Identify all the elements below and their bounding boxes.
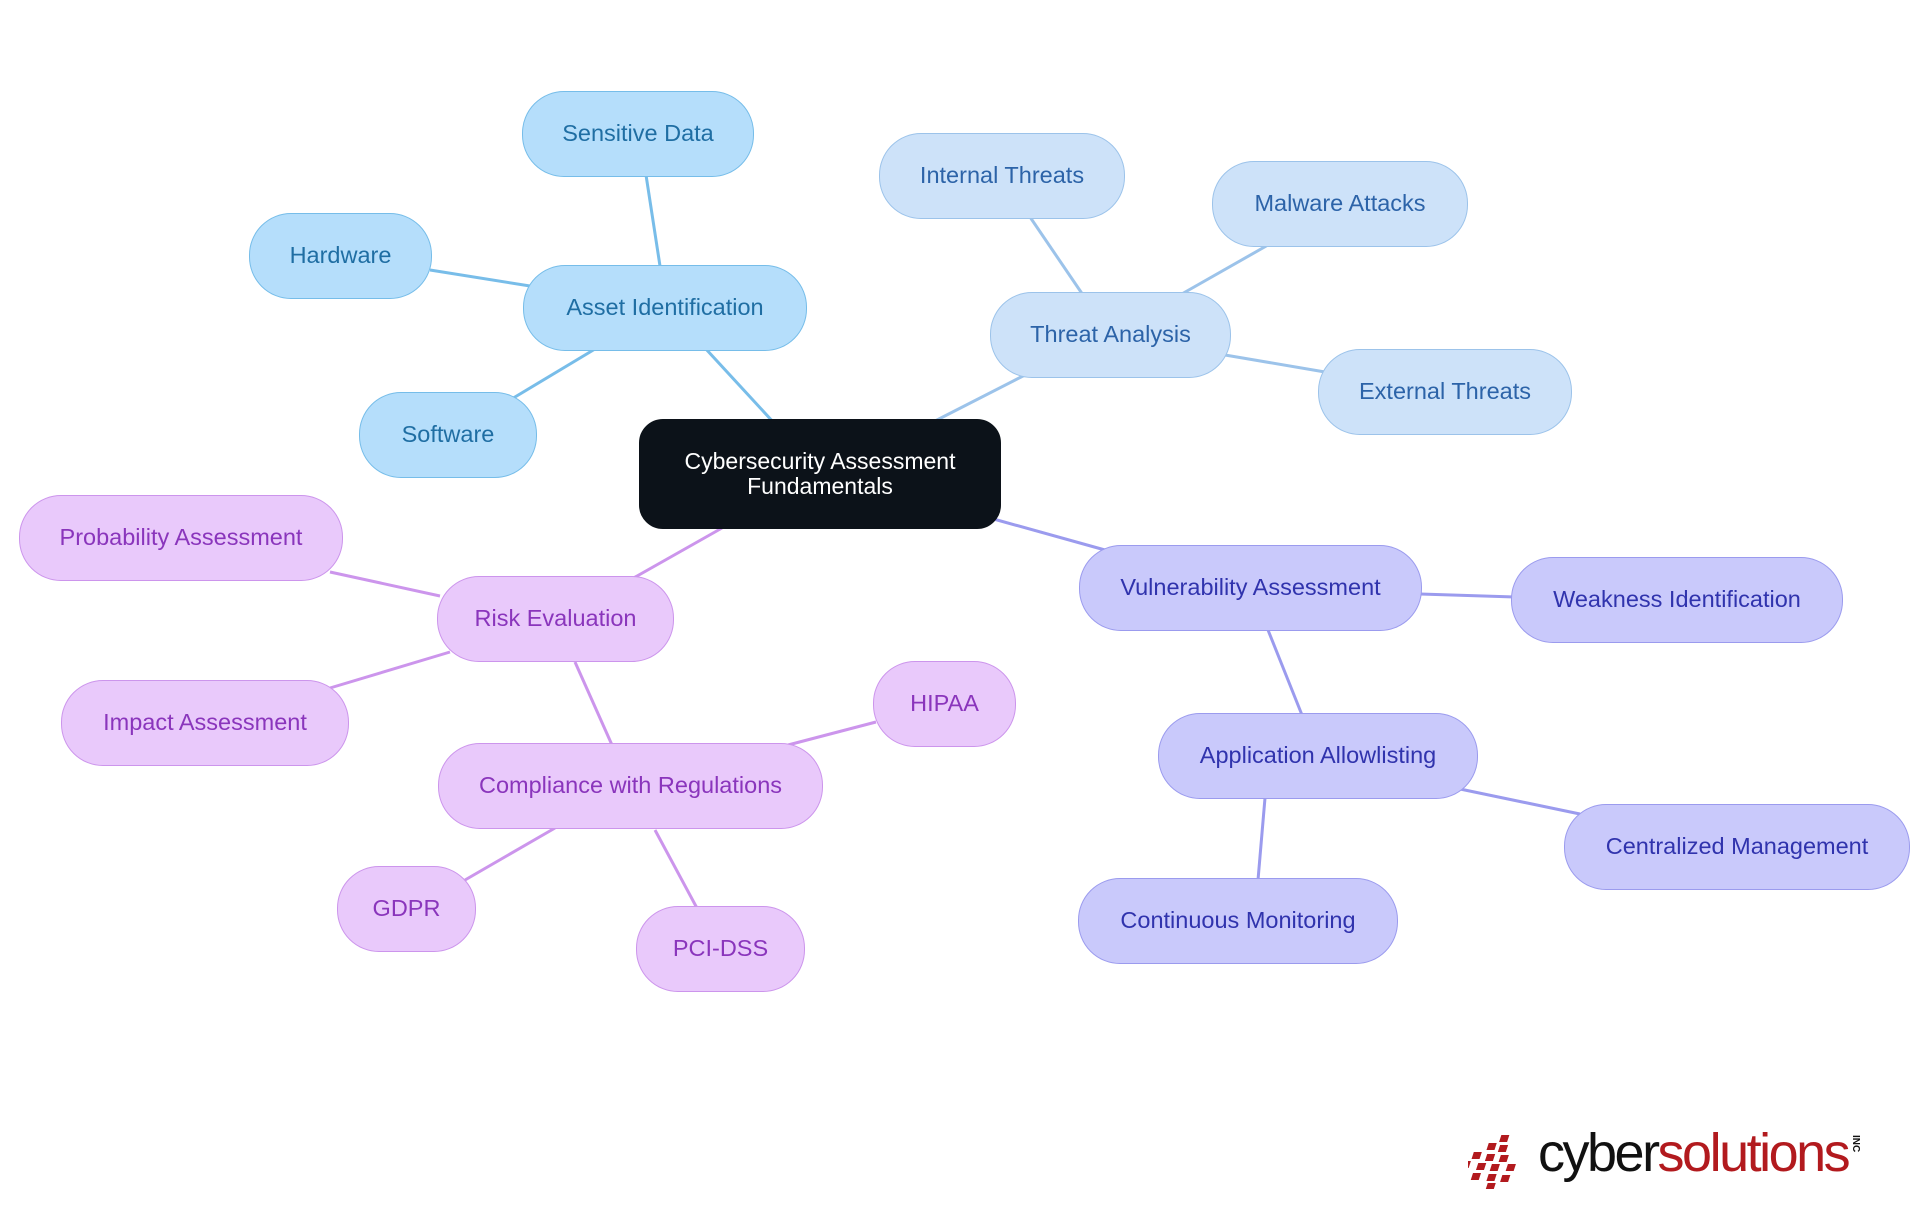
edge-root-vulnerability xyxy=(989,516,1106,552)
root-node[interactable]: Cybersecurity Assessment Fundamentals xyxy=(639,419,1001,529)
edge-threat-external xyxy=(1224,353,1326,374)
edge-threat-internal xyxy=(1028,216,1085,296)
edge-threat-malware xyxy=(1179,243,1269,297)
edge-compliance-pcidss xyxy=(653,829,700,911)
node-external-threats[interactable]: External Threats xyxy=(1318,349,1572,435)
cybersolutions-logo: cybersolutions INC xyxy=(1468,1125,1868,1195)
logo-wordmark: cybersolutions xyxy=(1538,1123,1851,1183)
node-impact-assessment[interactable]: Impact Assessment xyxy=(61,680,349,766)
logo-word-cyber: cyber xyxy=(1538,1123,1660,1183)
edge-allowlisting-centralized xyxy=(1459,787,1581,816)
node-internal-threats[interactable]: Internal Threats xyxy=(879,133,1125,219)
node-weakness-identification[interactable]: Weakness Identification xyxy=(1511,557,1843,643)
node-risk-evaluation[interactable]: Risk Evaluation xyxy=(437,576,674,662)
node-vulnerability-assessment[interactable]: Vulnerability Assessment xyxy=(1079,545,1422,631)
node-software[interactable]: Software xyxy=(359,392,537,478)
node-hardware[interactable]: Hardware xyxy=(249,213,432,299)
edge-compliance-gdpr xyxy=(464,826,556,882)
node-gdpr[interactable]: GDPR xyxy=(337,866,476,952)
edge-risk-impact xyxy=(329,650,451,690)
vulnerability-connectors xyxy=(989,516,1581,881)
edge-root-asset xyxy=(703,346,777,426)
edge-risk-probability xyxy=(329,570,441,598)
node-centralized-management[interactable]: Centralized Management xyxy=(1564,804,1910,890)
logo-inc: INC xyxy=(1850,1135,1861,1153)
node-continuous-monitoring[interactable]: Continuous Monitoring xyxy=(1078,878,1398,964)
node-application-allowlisting[interactable]: Application Allowlisting xyxy=(1158,713,1478,799)
risk-connectors xyxy=(329,526,877,911)
node-hipaa[interactable]: HIPAA xyxy=(873,661,1016,747)
edge-root-risk xyxy=(629,526,723,582)
logo-word-solutions: solutions xyxy=(1657,1123,1851,1183)
edge-root-threat xyxy=(934,373,1026,423)
node-compliance-with-regulations[interactable]: Compliance with Regulations xyxy=(438,743,823,829)
edge-asset-hardware xyxy=(429,268,531,288)
edge-asset-software xyxy=(509,347,596,402)
node-asset-identification[interactable]: Asset Identification xyxy=(523,265,807,351)
edge-compliance-hipaa xyxy=(787,720,877,747)
asset-connectors xyxy=(429,174,777,426)
node-sensitive-data[interactable]: Sensitive Data xyxy=(522,91,754,177)
edge-risk-compliance xyxy=(573,661,614,746)
logo-mark-icon xyxy=(1468,1135,1516,1189)
edge-vulnerability-weakness xyxy=(1419,592,1516,599)
node-pci-dss[interactable]: PCI-DSS xyxy=(636,906,805,992)
node-malware-attacks[interactable]: Malware Attacks xyxy=(1212,161,1468,247)
node-threat-analysis[interactable]: Threat Analysis xyxy=(990,292,1231,378)
edge-vulnerability-allowlisting xyxy=(1266,629,1304,716)
threat-connectors xyxy=(934,216,1326,423)
edge-asset-sensitive-data xyxy=(644,174,662,267)
edge-allowlisting-monitoring xyxy=(1256,797,1267,881)
node-probability-assessment[interactable]: Probability Assessment xyxy=(19,495,343,581)
